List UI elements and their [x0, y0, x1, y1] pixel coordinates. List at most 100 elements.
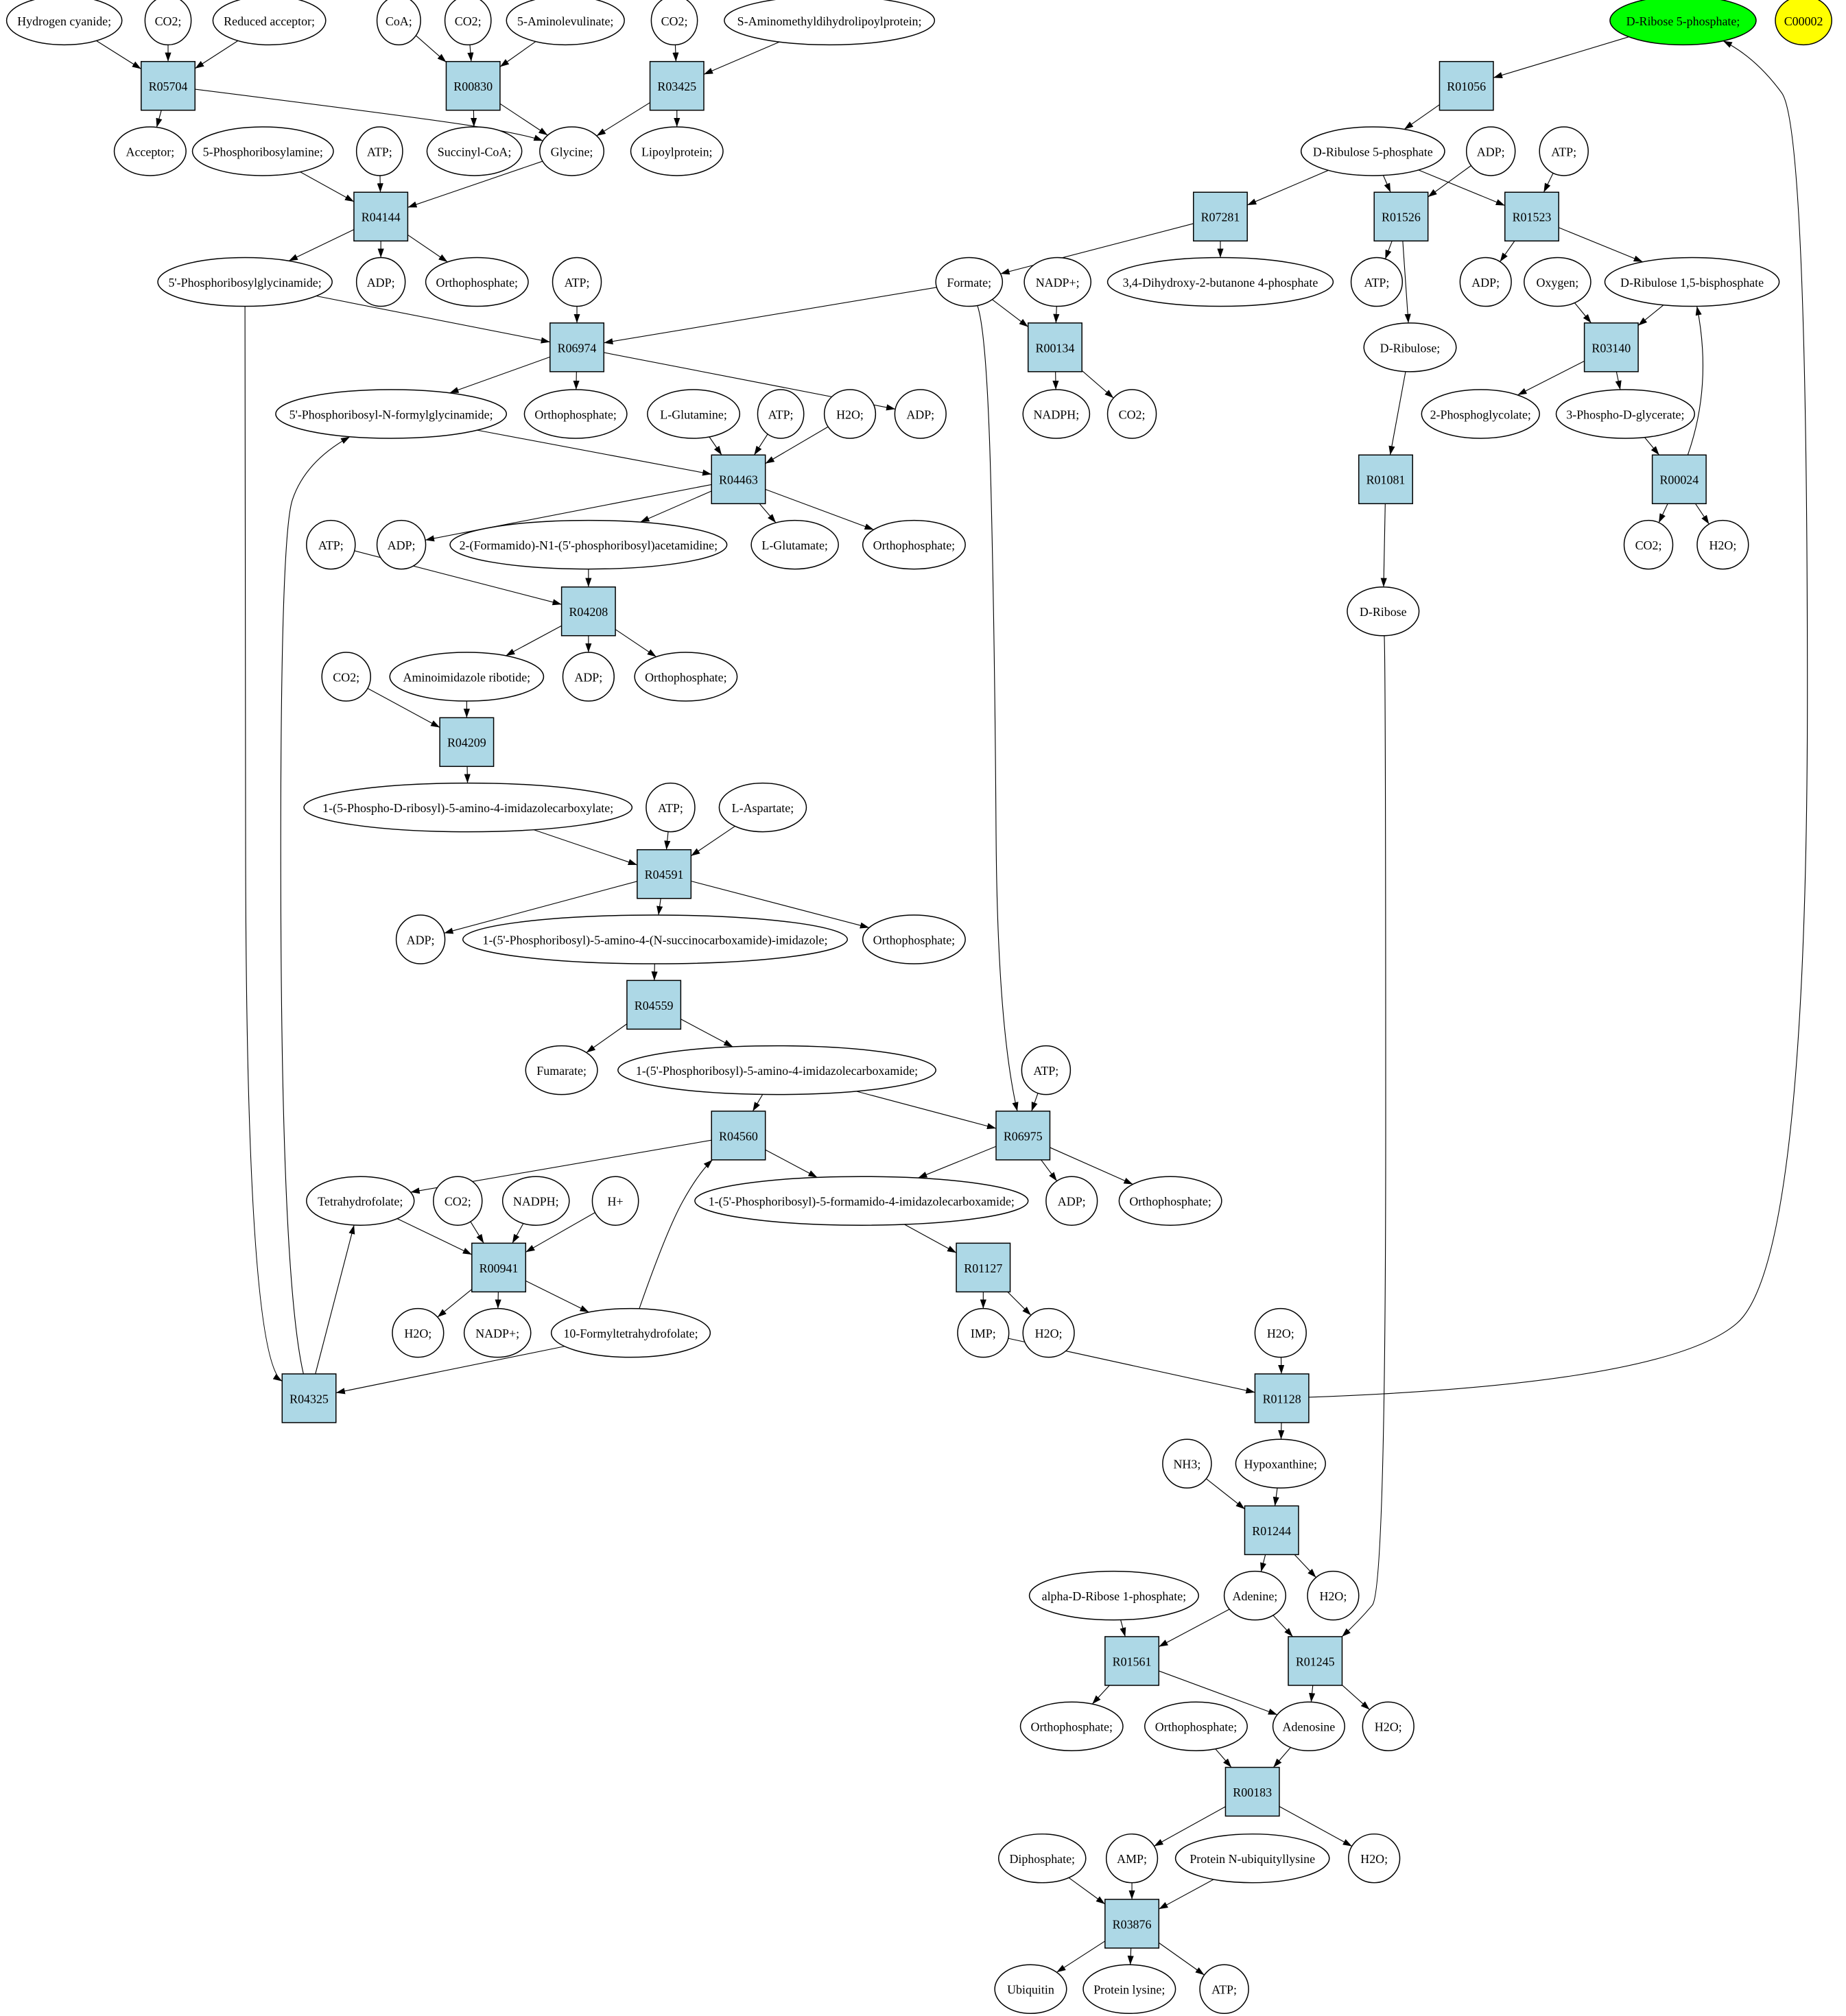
- reaction-node[interactable]: R00830: [445, 60, 501, 111]
- compound-node[interactable]: H2O;: [1696, 519, 1749, 570]
- compound-node[interactable]: ATP;: [1539, 126, 1589, 176]
- compound-node[interactable]: ATP;: [1021, 1045, 1072, 1095]
- compound-node[interactable]: 1-(5'-Phosphoribosyl)-5-amino-4-(N-succi…: [462, 914, 849, 964]
- reaction-node[interactable]: R04463: [711, 454, 766, 505]
- reaction-node[interactable]: R01127: [956, 1242, 1011, 1293]
- compound-node[interactable]: Ubiquitin: [994, 1964, 1067, 2015]
- compound-node[interactable]: alpha-D-Ribose 1-phosphate;: [1028, 1570, 1199, 1621]
- reaction-node[interactable]: R01128: [1254, 1373, 1310, 1423]
- compound-node[interactable]: Orthophosphate;: [862, 914, 966, 964]
- compound-node[interactable]: D-Ribose: [1347, 586, 1420, 637]
- compound-node[interactable]: Diphosphate;: [997, 1833, 1087, 1884]
- compound-node[interactable]: CO2;: [1107, 389, 1157, 439]
- compound-node[interactable]: H2O;: [1307, 1570, 1360, 1621]
- reaction-node[interactable]: R01244: [1244, 1505, 1299, 1556]
- compound-node[interactable]: Orthophosphate;: [523, 389, 628, 439]
- compound-node[interactable]: Succinyl-CoA;: [426, 126, 523, 176]
- compound-node[interactable]: 1-(5-Phospho-D-ribosyl)-5-amino-4-imidaz…: [303, 782, 633, 833]
- compound-node[interactable]: Orthophosphate;: [862, 519, 966, 570]
- compound-node[interactable]: NADP+;: [463, 1307, 532, 1358]
- compound-node[interactable]: ADP;: [894, 389, 947, 439]
- compound-node[interactable]: H+: [591, 1176, 639, 1226]
- compound-node[interactable]: H2O;: [823, 389, 877, 439]
- compound-node[interactable]: CO2;: [433, 1176, 483, 1226]
- compound-node[interactable]: ADP;: [1459, 257, 1512, 307]
- compound-node[interactable]: Reduced acceptor;: [212, 0, 327, 46]
- reaction-node[interactable]: R04559: [626, 980, 682, 1030]
- reaction-node[interactable]: R01056: [1439, 60, 1494, 111]
- reaction-node[interactable]: R00941: [471, 1242, 527, 1293]
- reaction-node[interactable]: R01081: [1358, 454, 1413, 505]
- compound-node[interactable]: 3,4-Dihydroxy-2-butanone 4-phosphate: [1107, 257, 1334, 307]
- reaction-node[interactable]: R01245: [1288, 1636, 1343, 1686]
- compound-node[interactable]: 5'-Phosphoribosylglycinamide;: [157, 257, 333, 307]
- source-compound-node[interactable]: D-Ribose 5-phosphate;: [1609, 0, 1757, 46]
- reaction-node[interactable]: R04209: [439, 717, 495, 768]
- compound-node[interactable]: 5'-Phosphoribosyl-N-formylglycinamide;: [275, 389, 508, 439]
- compound-node[interactable]: Orthophosphate;: [425, 257, 529, 307]
- compound-node[interactable]: 2-(Formamido)-N1-(5'-phosphoribosyl)acet…: [449, 519, 728, 570]
- compound-node[interactable]: ATP;: [355, 126, 403, 176]
- compound-node[interactable]: Acceptor;: [113, 126, 187, 176]
- compound-node[interactable]: CO2;: [444, 0, 492, 46]
- compound-node[interactable]: H2O;: [1362, 1701, 1415, 1751]
- compound-node[interactable]: Lipoylprotein;: [630, 126, 724, 176]
- compound-node[interactable]: S-Aminomethyldihydrolipoylprotein;: [724, 0, 936, 46]
- compound-node[interactable]: Oxygen;: [1524, 257, 1591, 307]
- compound-node[interactable]: H2O;: [392, 1307, 445, 1358]
- compound-node[interactable]: Hypoxanthine;: [1235, 1438, 1326, 1489]
- reaction-node[interactable]: R04208: [560, 586, 616, 637]
- reaction-node[interactable]: R01523: [1504, 191, 1559, 242]
- compound-node[interactable]: CO2;: [1623, 519, 1674, 570]
- compound-node[interactable]: Aminoimidazole ribotide;: [389, 652, 545, 702]
- compound-node[interactable]: H2O;: [1254, 1307, 1307, 1358]
- compound-node[interactable]: Tetrahydrofolate;: [306, 1176, 415, 1226]
- compound-node[interactable]: D-Ribulose 1,5-bisphosphate: [1604, 257, 1780, 307]
- compound-node[interactable]: Fumarate;: [525, 1045, 598, 1095]
- compound-node[interactable]: ATP;: [1199, 1964, 1249, 2015]
- reaction-node[interactable]: R04591: [637, 849, 692, 899]
- compound-node[interactable]: Formate;: [935, 257, 1004, 307]
- compound-node[interactable]: CO2;: [321, 652, 371, 702]
- compound-node[interactable]: ADP;: [376, 519, 427, 570]
- compound-node[interactable]: ATP;: [757, 389, 805, 439]
- compound-node[interactable]: D-Ribulose;: [1363, 322, 1457, 372]
- compound-node[interactable]: Orthophosphate;: [1118, 1176, 1222, 1226]
- reaction-node[interactable]: R04325: [281, 1373, 337, 1423]
- reaction-node[interactable]: R03876: [1104, 1899, 1160, 1949]
- reaction-node[interactable]: R06975: [995, 1111, 1051, 1161]
- compound-node[interactable]: Orthophosphate;: [1144, 1701, 1248, 1751]
- reaction-node[interactable]: R03140: [1583, 322, 1639, 372]
- compound-node[interactable]: H2O;: [1022, 1307, 1075, 1358]
- compound-node[interactable]: Protein lysine;: [1082, 1964, 1176, 2015]
- compound-node[interactable]: ATP;: [1350, 257, 1404, 307]
- target-compound-node[interactable]: C00002: [1775, 0, 1832, 46]
- compound-node[interactable]: 5-Aminolevulinate;: [506, 0, 625, 46]
- compound-node[interactable]: Orthophosphate;: [634, 652, 738, 702]
- compound-node[interactable]: 5-Phosphoribosylamine;: [191, 126, 334, 176]
- reaction-node[interactable]: R00134: [1027, 322, 1082, 372]
- compound-node[interactable]: ATP;: [646, 782, 696, 833]
- compound-node[interactable]: ADP;: [562, 652, 615, 702]
- compound-node[interactable]: L-Aspartate;: [718, 782, 807, 833]
- compound-node[interactable]: ADP;: [1045, 1176, 1098, 1226]
- compound-node[interactable]: 2-Phosphoglycolate;: [1421, 389, 1540, 439]
- reaction-node[interactable]: R07281: [1192, 191, 1248, 242]
- compound-node[interactable]: IMP;: [957, 1307, 1010, 1358]
- compound-node[interactable]: 1-(5'-Phosphoribosyl)-5-amino-4-imidazol…: [617, 1045, 936, 1095]
- compound-node[interactable]: CO2;: [650, 0, 698, 46]
- reaction-node[interactable]: R05704: [141, 60, 196, 111]
- compound-node[interactable]: CoA;: [376, 0, 421, 46]
- reaction-node[interactable]: R04560: [711, 1111, 766, 1161]
- compound-node[interactable]: 10-Formyltetrahydrofolate;: [550, 1307, 711, 1358]
- compound-node[interactable]: Protein N-ubiquityllysine: [1174, 1833, 1330, 1884]
- compound-node[interactable]: Glycine;: [539, 126, 605, 176]
- reaction-node[interactable]: R01561: [1104, 1636, 1160, 1686]
- compound-node[interactable]: D-Ribulose 5-phosphate: [1300, 126, 1445, 176]
- compound-node[interactable]: NADPH;: [1022, 389, 1091, 439]
- compound-node[interactable]: ATP;: [306, 519, 356, 570]
- reaction-node[interactable]: R04144: [353, 191, 409, 242]
- reaction-node[interactable]: R00183: [1224, 1766, 1280, 1817]
- compound-node[interactable]: ADP;: [355, 257, 406, 307]
- compound-node[interactable]: L-Glutamine;: [647, 389, 741, 439]
